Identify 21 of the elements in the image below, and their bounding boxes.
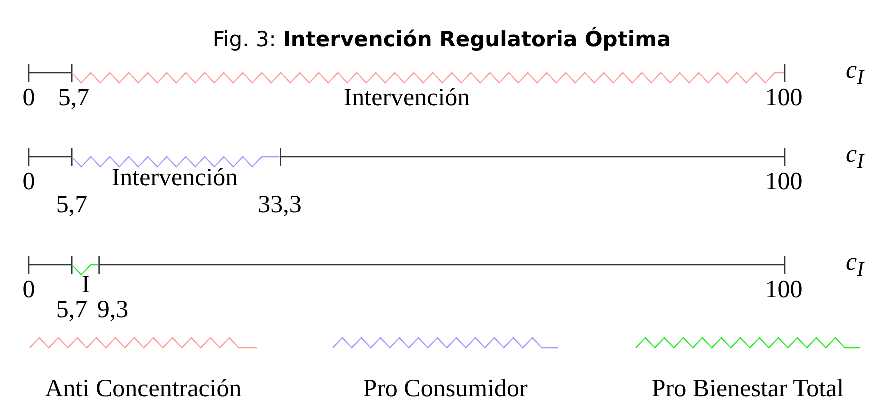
segment-label: I [82, 272, 90, 298]
segment-label: Intervención [344, 86, 470, 110]
tick-label: 5,7 [58, 86, 90, 110]
tick-label: 5,7 [56, 192, 88, 218]
tick-label: 100 [765, 86, 803, 110]
tick-label: 0 [22, 170, 36, 194]
axis-label: c$_{I}$ [846, 250, 864, 280]
tick-label: 5,7 [56, 298, 88, 322]
tick-label: 0 [22, 278, 36, 302]
legend-label: Pro Bienestar Total [652, 376, 844, 402]
tick-label: 100 [765, 278, 803, 302]
legend-label: Pro Consumidor [363, 376, 528, 402]
tick-label: 33,3 [258, 192, 302, 218]
tick-label: 100 [765, 170, 803, 194]
tick-label: 9,3 [97, 298, 129, 322]
axis-label: c$_{I}$ [846, 58, 864, 88]
axis-label: c$_{I}$ [846, 142, 864, 172]
segment-label: Intervención [112, 166, 238, 190]
figure-title: Fig. 3: Intervención Regulatoria Óptima [212, 30, 672, 50]
tick-label: 0 [22, 86, 36, 110]
legend-label: Anti Concentración [45, 376, 242, 402]
